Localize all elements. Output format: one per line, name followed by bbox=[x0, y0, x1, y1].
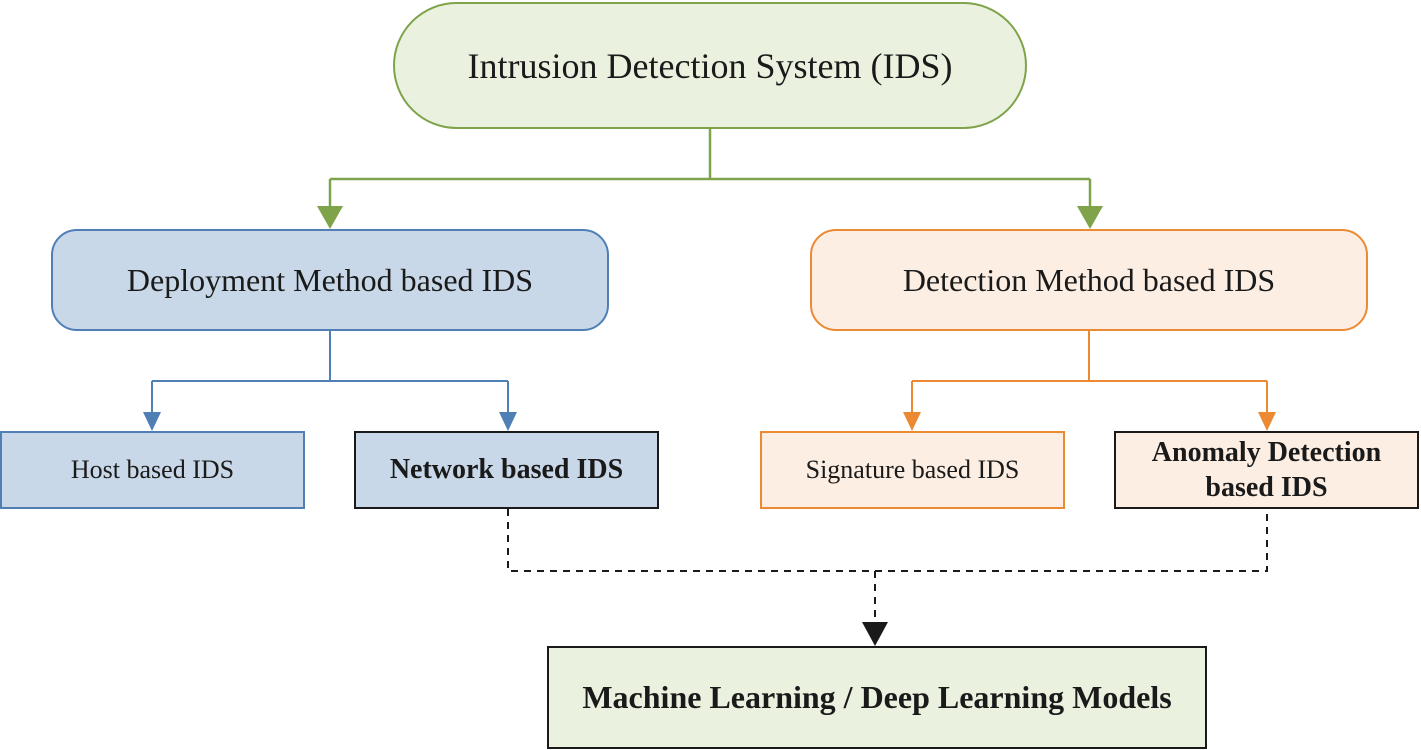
root-node-ids: Intrusion Detection System (IDS) bbox=[393, 2, 1027, 129]
ml-dl-models-node: Machine Learning / Deep Learning Models bbox=[547, 646, 1207, 749]
host-based-ids-label: Host based IDS bbox=[70, 455, 235, 484]
arrowhead-to-deployment bbox=[317, 206, 343, 229]
arrowhead-to-models bbox=[862, 622, 888, 646]
network-based-ids-label: Network based IDS bbox=[389, 454, 624, 485]
anomaly-detection-ids-node: Anomaly Detection based IDS bbox=[1114, 431, 1419, 509]
arrowhead-to-host bbox=[143, 412, 161, 431]
arrowhead-to-network bbox=[499, 412, 517, 431]
connector-root-to-categories bbox=[328, 129, 1092, 208]
detection-method-label: Detection Method based IDS bbox=[902, 261, 1276, 298]
deployment-method-label: Deployment Method based IDS bbox=[126, 261, 534, 298]
arrowhead-to-detection bbox=[1077, 206, 1103, 229]
dashed-connector-to-models bbox=[507, 509, 1268, 624]
connector-deployment-to-leaves bbox=[151, 331, 509, 414]
host-based-ids-node: Host based IDS bbox=[0, 431, 305, 509]
network-based-ids-node: Network based IDS bbox=[354, 431, 659, 509]
detection-method-node: Detection Method based IDS bbox=[810, 229, 1368, 331]
root-node-label: Intrusion Detection System (IDS) bbox=[467, 45, 953, 86]
connector-detection-to-leaves bbox=[911, 331, 1268, 414]
ml-dl-models-label: Machine Learning / Deep Learning Models bbox=[582, 679, 1172, 715]
deployment-method-node: Deployment Method based IDS bbox=[51, 229, 609, 331]
anomaly-detection-ids-label: Anomaly Detection based IDS bbox=[1151, 437, 1382, 503]
signature-based-ids-node: Signature based IDS bbox=[760, 431, 1065, 509]
arrowhead-to-signature bbox=[903, 412, 921, 431]
signature-based-ids-label: Signature based IDS bbox=[805, 455, 1020, 484]
arrowhead-to-anomaly bbox=[1258, 412, 1276, 431]
